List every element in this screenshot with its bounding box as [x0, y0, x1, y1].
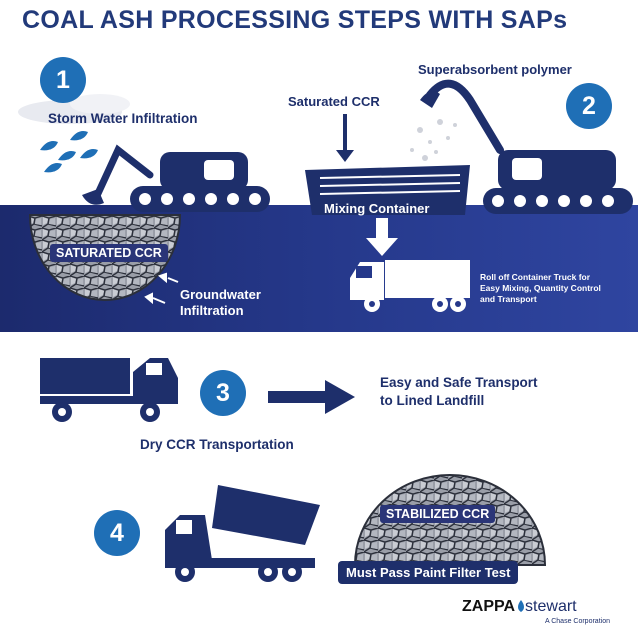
transport-line-2: to Lined Landfill [380, 393, 485, 408]
mixing-container-label: Mixing Container [324, 201, 430, 216]
logo-subtitle: A Chase Corporation [545, 618, 610, 625]
big-arrow-down-icon [366, 218, 398, 256]
truck-note-line-2: Easy Mixing, Quantity Control [480, 283, 601, 293]
dry-ccr-label: Dry CCR Transportation [140, 437, 294, 452]
groundwater-line-1: Groundwater [180, 287, 261, 302]
paint-filter-test-label: Must Pass Paint Filter Test [338, 561, 519, 584]
excavator-right-icon [420, 79, 633, 214]
truck-note-line-1: Roll off Container Truck for [480, 272, 591, 282]
step-1-badge: 1 [40, 57, 86, 103]
rolloff-truck-icon [350, 260, 470, 312]
groundwater-line-2: Infiltration [180, 303, 244, 318]
transport-line-1: Easy and Safe Transport [380, 375, 538, 390]
sap-label: Superabsorbent polymer [418, 62, 572, 77]
saturated-ccr-pile-label: SATURATED CCR [50, 244, 168, 262]
rain-drops-icon [40, 131, 98, 173]
dry-transport-truck-icon [40, 358, 178, 422]
arrow-right-icon [268, 380, 355, 414]
storm-water-label: Storm Water Infiltration [48, 111, 198, 126]
saturated-ccr-top-label: Saturated CCR [288, 94, 380, 109]
water-drop-icon [518, 600, 524, 612]
arrow-down-icon [336, 114, 354, 162]
mixing-container-icon [305, 165, 470, 215]
page-title: COAL ASH PROCESSING STEPS WITH SAPs [22, 6, 568, 34]
step-2-badge: 2 [566, 83, 612, 129]
cloud-icon [18, 94, 130, 124]
transport-label: Easy and Safe Transport to Lined Landfil… [380, 374, 538, 410]
stabilized-ccr-label: STABILIZED CCR [380, 505, 496, 523]
logo-zappa: ZAPPA [462, 598, 516, 615]
dump-truck-icon [165, 485, 320, 582]
truck-note-line-3: and Transport [480, 294, 537, 304]
groundwater-arrows-icon [144, 272, 179, 305]
step-4-badge: 4 [94, 510, 140, 556]
excavator-left-icon [82, 144, 270, 212]
logo-stewart: stewart [525, 598, 577, 615]
company-logo: ZAPPA stewart [462, 598, 577, 616]
step-3-badge: 3 [200, 370, 246, 416]
sap-particles [410, 119, 457, 161]
groundwater-label: Groundwater Infiltration [180, 287, 261, 319]
rolloff-truck-note: Roll off Container Truck for Easy Mixing… [480, 272, 601, 305]
